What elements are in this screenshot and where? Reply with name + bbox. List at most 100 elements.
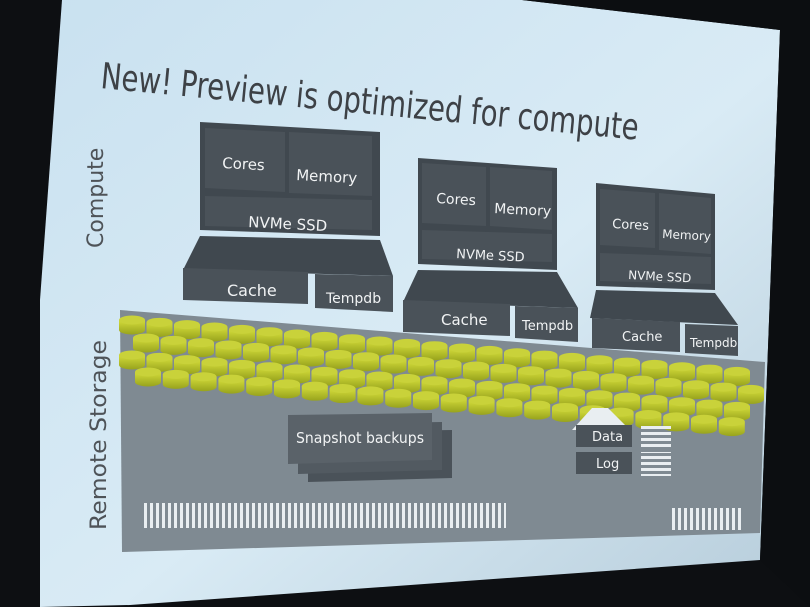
node-3-cores: Cores — [612, 217, 650, 234]
data-log-group: Data Log — [572, 408, 671, 476]
node-1-nvme-ssd: NVMe SSD — [248, 213, 328, 235]
storage-disk — [468, 395, 495, 415]
storage-disk — [413, 391, 439, 411]
storage-disk — [256, 327, 283, 347]
storage-disk — [284, 329, 310, 349]
storage-disk — [463, 361, 489, 381]
storage-disk — [160, 335, 187, 355]
storage-disk — [385, 388, 412, 408]
storage-disk — [614, 357, 640, 377]
storage-disk — [710, 382, 737, 402]
room-background — [522, 0, 810, 607]
storage-disk — [246, 376, 273, 396]
storage-disk — [243, 342, 269, 362]
compute-node-2: Cores Memory NVMe SSD Cache Tempdb — [403, 158, 578, 342]
storage-disk — [496, 398, 523, 418]
storage-disk — [188, 338, 214, 358]
snapshot-backups: Snapshot backups — [288, 413, 452, 482]
storage-disk — [218, 374, 245, 394]
node-1-cache: Cache — [227, 281, 277, 300]
storage-disk — [301, 381, 328, 401]
node-3-memory: Memory — [662, 227, 711, 244]
node-3-tempdb: Tempdb — [689, 336, 737, 350]
storage-disk — [490, 363, 517, 383]
storage-disk — [329, 384, 356, 404]
node-3-nvme-ssd: NVMe SSD — [628, 268, 692, 285]
storage-disk — [440, 393, 467, 413]
storage-disk — [504, 348, 530, 368]
transfer-arrow-shape — [572, 408, 630, 430]
storage-disk — [146, 317, 173, 337]
storage-disk — [325, 349, 352, 369]
storage-disk — [421, 341, 448, 361]
compute-node-1: Cores Memory NVMe SSD Cache Tempdb — [183, 122, 393, 312]
storage-disk — [298, 347, 324, 367]
storage-disk — [366, 336, 393, 356]
storage-disk — [201, 322, 228, 342]
storage-disk — [545, 368, 572, 388]
node-2-tempdb: Tempdb — [521, 319, 573, 334]
log-label: Log — [596, 457, 619, 472]
node-1-tempdb: Tempdb — [325, 291, 381, 307]
storage-disk — [394, 338, 420, 358]
storage-disk — [641, 359, 668, 379]
storage-disk — [552, 402, 578, 422]
storage-disk — [274, 379, 300, 399]
data-box — [576, 425, 632, 447]
snapshot-backups-label: Snapshot backups — [296, 429, 424, 447]
node-2-cores: Cores — [436, 191, 476, 209]
storage-disk — [724, 366, 750, 386]
storage-disk — [339, 334, 365, 354]
storage-disk — [190, 372, 217, 392]
storage-disk — [559, 352, 585, 372]
storage-disk — [683, 380, 709, 400]
storage-disk — [162, 369, 189, 389]
storage-disk — [133, 333, 159, 353]
data-lines — [641, 426, 671, 448]
node-2-cache: Cache — [441, 311, 488, 329]
remote-storage-label: Remote Storage — [87, 340, 112, 530]
storage-disk — [669, 362, 695, 382]
storage-disk — [524, 400, 551, 420]
storage-disk — [635, 410, 662, 430]
storage-disk — [586, 355, 613, 375]
data-label: Data — [592, 430, 623, 445]
storage-stripe-bar-left — [141, 503, 506, 528]
node-1-cores: Cores — [222, 154, 266, 174]
storage-disk — [353, 352, 379, 372]
node-1-memory: Memory — [296, 166, 358, 187]
node-2-memory: Memory — [494, 201, 552, 220]
storage-disk — [215, 340, 242, 360]
node-3-cache: Cache — [622, 330, 662, 345]
storage-stripe-bar-right — [670, 508, 744, 530]
storage-disk — [380, 354, 407, 374]
storage-disk — [628, 375, 654, 395]
storage-disk-array — [119, 315, 764, 437]
log-box — [576, 452, 632, 474]
storage-disk — [718, 417, 745, 437]
storage-disk — [119, 315, 145, 335]
storage-disk — [738, 384, 764, 404]
storage-disk — [573, 370, 599, 390]
storage-disk — [476, 345, 503, 365]
storage-disk — [408, 356, 434, 376]
storage-disk — [435, 359, 462, 379]
storage-disk — [357, 386, 384, 406]
storage-disk — [135, 367, 161, 387]
compute-node-3: Cores Memory NVMe SSD Cache Tempdb — [590, 183, 738, 356]
storage-disk — [449, 343, 475, 363]
storage-disk — [119, 350, 145, 370]
storage-disk — [518, 366, 545, 386]
log-lines — [641, 452, 671, 476]
node-2-nvme-ssd: NVMe SSD — [456, 247, 525, 266]
storage-disk — [691, 414, 717, 434]
storage-disk — [655, 377, 682, 397]
storage-disk — [696, 364, 723, 384]
storage-disk — [531, 350, 558, 370]
storage-disk — [600, 373, 627, 393]
storage-disk — [174, 320, 200, 340]
storage-disk — [270, 345, 297, 365]
storage-disk — [311, 331, 338, 351]
storage-disk — [229, 324, 255, 344]
